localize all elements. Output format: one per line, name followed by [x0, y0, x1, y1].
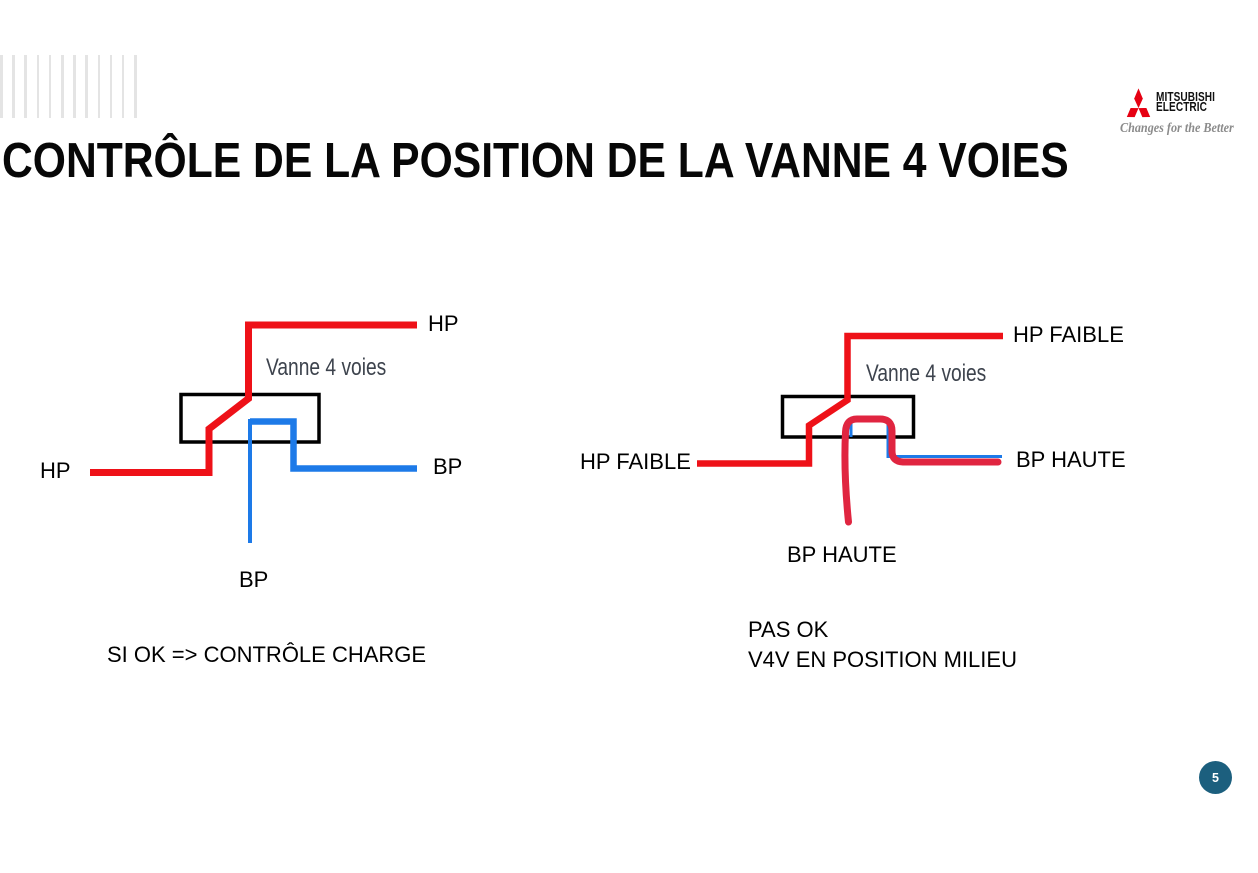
decorative-bars	[0, 55, 137, 118]
mitsubishi-logo: MITSUBISHI ELECTRIC Changes for the Bett…	[1118, 84, 1240, 140]
hp-faible-left-label: HP FAIBLE	[580, 449, 691, 474]
logo-brand-line1: MITSUBISHI	[1156, 90, 1216, 104]
bp-haute-right-label: BP HAUTE	[1016, 447, 1126, 472]
caption-left: SI OK => CONTRÔLE CHARGE	[107, 642, 427, 667]
caption-right-line1: PAS OK	[748, 617, 829, 642]
caption-right: PAS OK V4V EN POSITION MILIEU	[748, 615, 1017, 675]
hp-line-left-diagram	[90, 321, 417, 476]
hp-faible-top-label: HP FAIBLE	[1013, 322, 1124, 347]
bp-bottom-label-left: BP	[239, 567, 269, 592]
page-number: 5	[1212, 770, 1219, 785]
page-number-badge: 5	[1199, 761, 1232, 794]
bp-line-left-diagram	[250, 418, 417, 472]
logo-tagline: Changes for the Better	[1120, 120, 1234, 135]
caption-right-line2: V4V EN POSITION MILIEU	[748, 647, 1017, 672]
hp-line-right-diagram	[697, 332, 1003, 467]
valve-label-left: Vanne 4 voies	[266, 354, 387, 381]
logo-brand-text: MITSUBISHI ELECTRIC	[1156, 90, 1216, 115]
bp-right-label-left: BP	[433, 454, 463, 479]
hp-left-label-left: HP	[40, 458, 71, 483]
page-title: CONTRÔLE DE LA POSITION DE LA VANNE 4 VO…	[2, 134, 1069, 188]
logo-brand-line2: ELECTRIC	[1156, 100, 1208, 115]
bp-haute-bottom-label: BP HAUTE	[787, 542, 897, 567]
hp-top-label-left: HP	[428, 311, 459, 336]
bp-haute-overlay-line	[841, 415, 1002, 526]
three-diamond-icon	[1126, 88, 1151, 118]
valve-label-right: Vanne 4 voies	[866, 360, 987, 387]
